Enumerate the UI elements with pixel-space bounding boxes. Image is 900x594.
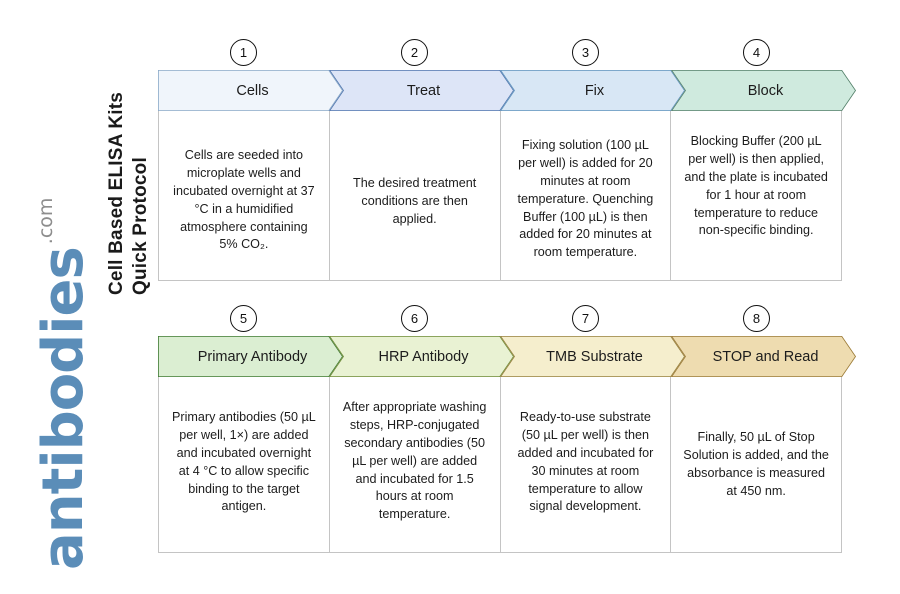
description-text: Finally, 50 µL of Stop Solution is added… xyxy=(683,430,829,498)
step-number-badge: 8 xyxy=(743,304,770,332)
description-row-1: Cells are seeded into microplate wells a… xyxy=(158,111,842,281)
step-number-badge: 4 xyxy=(743,38,770,66)
chevron-step-2[interactable]: Treat xyxy=(329,70,514,111)
logo-tld: .com xyxy=(35,197,57,245)
page-title-line-2: Quick Protocol xyxy=(129,157,151,295)
chevron-label: Fix xyxy=(584,82,605,99)
chevron-band-1: Cells Treat Fix Block xyxy=(158,70,842,111)
step-number-strip-1: 1 2 3 4 xyxy=(158,34,842,70)
description-text: The desired treatment conditions are the… xyxy=(353,176,477,226)
step-number-badge: 6 xyxy=(401,304,428,332)
chevron-label: Treat xyxy=(406,82,441,99)
chevron-step-6[interactable]: HRP Antibody xyxy=(329,336,514,377)
description-text: Blocking Buffer (200 µL per well) is the… xyxy=(684,134,828,238)
chevron-label: HRP Antibody xyxy=(378,348,469,365)
step-number-strip-2: 5 6 7 8 xyxy=(158,300,842,336)
description-text: After appropriate washing steps, HRP-con… xyxy=(342,400,487,522)
page-title-line-1: Cell Based ELISA Kits xyxy=(106,91,127,295)
chevron-step-7[interactable]: TMB Substrate xyxy=(500,336,685,377)
protocol-row-1: 1 2 3 4 Cells Treat Fix Block xyxy=(158,34,842,281)
description-cell: Blocking Buffer (200 µL per well) is the… xyxy=(671,111,841,280)
step-number-slot: 5 xyxy=(158,300,329,336)
step-number-slot: 2 xyxy=(329,34,500,70)
step-number-badge: 3 xyxy=(572,38,599,66)
step-number-badge: 7 xyxy=(572,304,599,332)
protocol-row-2: 5 6 7 8 Primary Antibody HRP Antibody TM… xyxy=(158,300,842,553)
chevron-label: Block xyxy=(747,82,784,99)
chevron-step-1[interactable]: Cells xyxy=(158,70,343,111)
description-text: Primary antibodies (50 µL per well, 1×) … xyxy=(171,410,316,514)
description-cell: Cells are seeded into microplate wells a… xyxy=(159,111,330,280)
description-cell: Ready-to-use substrate (50 µL per well) … xyxy=(501,377,672,552)
description-cell: Finally, 50 µL of Stop Solution is added… xyxy=(671,377,841,552)
chevron-label: Cells xyxy=(236,82,269,99)
step-number-slot: 4 xyxy=(671,34,842,70)
description-cell: The desired treatment conditions are the… xyxy=(330,111,501,280)
step-number-slot: 6 xyxy=(329,300,500,336)
step-number-badge: 2 xyxy=(401,38,428,66)
description-text: Fixing solution (100 µL per well) is add… xyxy=(517,138,654,260)
description-text: Ready-to-use substrate (50 µL per well) … xyxy=(517,410,654,514)
step-number-badge: 1 xyxy=(230,38,257,66)
branding-panel: Cell Based ELISA Kits Quick Protocol ant… xyxy=(0,0,155,594)
logo-wordmark: antibodies xyxy=(31,247,96,570)
description-cell: Primary antibodies (50 µL per well, 1×) … xyxy=(159,377,330,552)
chevron-step-8[interactable]: STOP and Read xyxy=(671,336,856,377)
description-cell: After appropriate washing steps, HRP-con… xyxy=(330,377,501,552)
chevron-label: STOP and Read xyxy=(712,348,819,365)
description-row-2: Primary antibodies (50 µL per well, 1×) … xyxy=(158,377,842,553)
chevron-step-4[interactable]: Block xyxy=(671,70,856,111)
chevron-label: Primary Antibody xyxy=(197,348,308,365)
chevron-label: TMB Substrate xyxy=(546,348,643,365)
step-number-slot: 1 xyxy=(158,34,329,70)
antibodies-logo: antibodies.com xyxy=(31,197,96,570)
step-number-slot: 8 xyxy=(671,300,842,336)
step-number-slot: 7 xyxy=(500,300,671,336)
description-text: Cells are seeded into microplate wells a… xyxy=(173,148,315,252)
chevron-step-5[interactable]: Primary Antibody xyxy=(158,336,343,377)
chevron-step-3[interactable]: Fix xyxy=(500,70,685,111)
page-title: Cell Based ELISA Kits Quick Protocol xyxy=(105,35,153,295)
step-number-badge: 5 xyxy=(230,304,257,332)
description-cell: Fixing solution (100 µL per well) is add… xyxy=(501,111,672,280)
chevron-band-2: Primary Antibody HRP Antibody TMB Substr… xyxy=(158,336,842,377)
step-number-slot: 3 xyxy=(500,34,671,70)
